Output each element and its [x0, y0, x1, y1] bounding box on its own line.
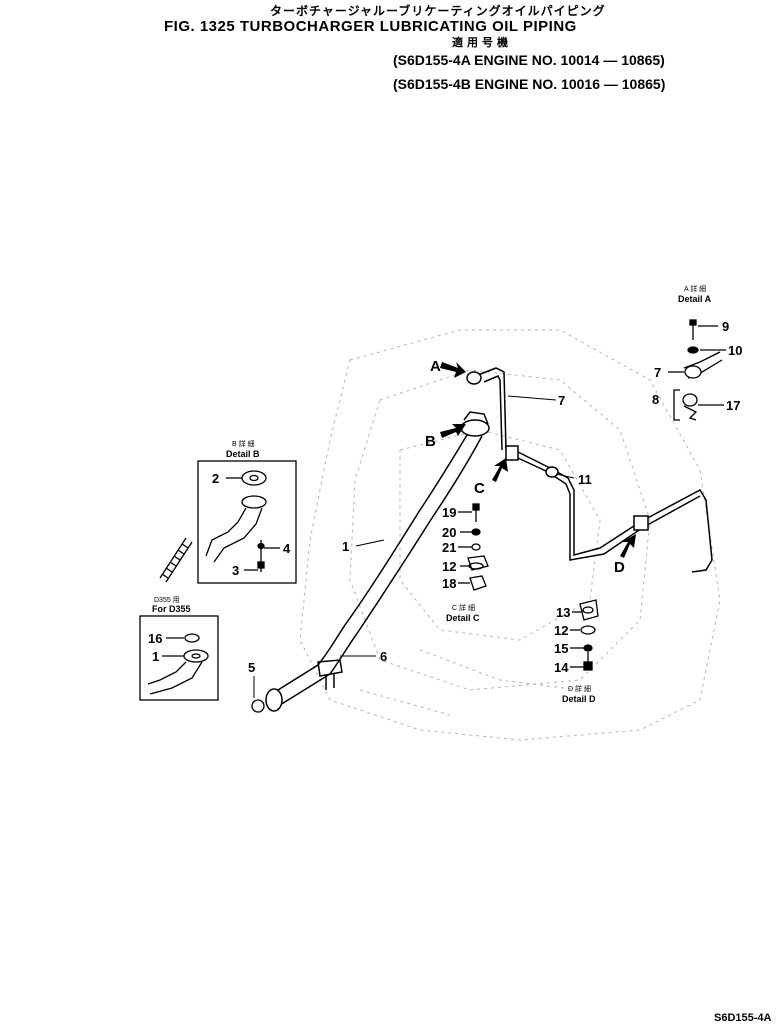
detail-c: 19 20 21 12 18 C 詳 細 Detail C: [442, 503, 489, 623]
detail-d355: D355 用 For D355 16 1: [139, 596, 219, 701]
arrow-c-label: C: [474, 480, 485, 497]
detail-a: A 詳 細 Detail A 9 10 7 8 17: [652, 284, 742, 421]
arrow-d-icon: [620, 534, 636, 558]
detail-c-callout-21: 21: [442, 540, 456, 555]
detail-c-callout-19: 19: [442, 505, 456, 520]
callout-6: 6: [380, 649, 387, 664]
detail-d-callout-14: 14: [554, 660, 569, 675]
detail-a-callout-10: 10: [728, 343, 742, 358]
detail-d355-jp: D355 用: [154, 596, 180, 604]
detail-a-callout-9: 9: [722, 319, 729, 334]
applicable-label-jp: 適用号機: [452, 37, 512, 49]
detail-b-callout-2: 2: [212, 471, 219, 486]
arrow-a-label: A: [430, 358, 441, 375]
main-leaders: [253, 395, 575, 698]
detail-c-jp: C 詳 細: [452, 603, 475, 612]
hatched-part: [159, 537, 193, 583]
detail-c-callout-18: 18: [442, 576, 456, 591]
detail-d-callout-13: 13: [556, 605, 570, 620]
callout-7: 7: [558, 393, 565, 408]
detail-a-callout-7: 7: [654, 365, 661, 380]
pipe-clamp: [317, 659, 343, 690]
arrow-c-icon: [492, 458, 508, 482]
turbo-feed-pipe: [466, 367, 713, 573]
detail-b-en: Detail B: [226, 449, 260, 459]
japanese-title: ターボチャージャルーブリケーティングオイルパイピング: [270, 4, 606, 18]
detail-d355-en: For D355: [152, 604, 191, 614]
drawing-code: S6D155-4A: [714, 1012, 772, 1024]
detail-a-callout-17: 17: [726, 398, 740, 413]
detail-d-callout-15: 15: [554, 641, 568, 656]
detail-b-callout-3: 3: [232, 563, 239, 578]
detail-b-jp: B 詳 細: [232, 439, 255, 448]
detail-d-en: Detail D: [562, 694, 596, 704]
detail-a-en: Detail A: [678, 294, 712, 304]
turbo-flange-b: [460, 411, 490, 437]
detail-c-callout-12: 12: [442, 559, 456, 574]
engine-range-4a: (S6D155-4A ENGINE NO. 10014 — 10865): [393, 52, 665, 68]
detail-a-jp: A 詳 細: [684, 284, 706, 293]
arrow-b-icon: [440, 424, 466, 438]
detail-b-callout-4: 4: [283, 541, 291, 556]
arrow-d-label: D: [614, 559, 625, 576]
detail-d: 13 12 15 14 D 詳 細 Detail D: [554, 599, 599, 704]
engine-block-outline: [299, 329, 721, 741]
detail-a-callout-8: 8: [652, 392, 659, 407]
detail-d-callout-12: 12: [554, 623, 568, 638]
detail-b: B 詳 細 Detail B 2 4 3: [197, 439, 297, 584]
engine-range-4b: (S6D155-4B ENGINE NO. 10016 — 10865): [393, 76, 666, 92]
figure-title: FIG. 1325 TURBOCHARGER LUBRICATING OIL P…: [164, 18, 577, 35]
arrow-b-label: B: [425, 433, 436, 450]
detail-c-en: Detail C: [446, 613, 480, 623]
section-arrows: [440, 362, 636, 558]
arrow-a-icon: [440, 362, 466, 378]
detail-c-callout-20: 20: [442, 525, 456, 540]
callout-5: 5: [248, 660, 255, 675]
callout-11: 11: [578, 472, 592, 487]
detail-d355-callout-16: 16: [148, 631, 162, 646]
callout-1: 1: [342, 539, 349, 554]
main-oil-pipe: [251, 429, 483, 713]
detail-d-jp: D 詳 細: [568, 684, 591, 693]
detail-d355-callout-1: 1: [152, 649, 159, 664]
